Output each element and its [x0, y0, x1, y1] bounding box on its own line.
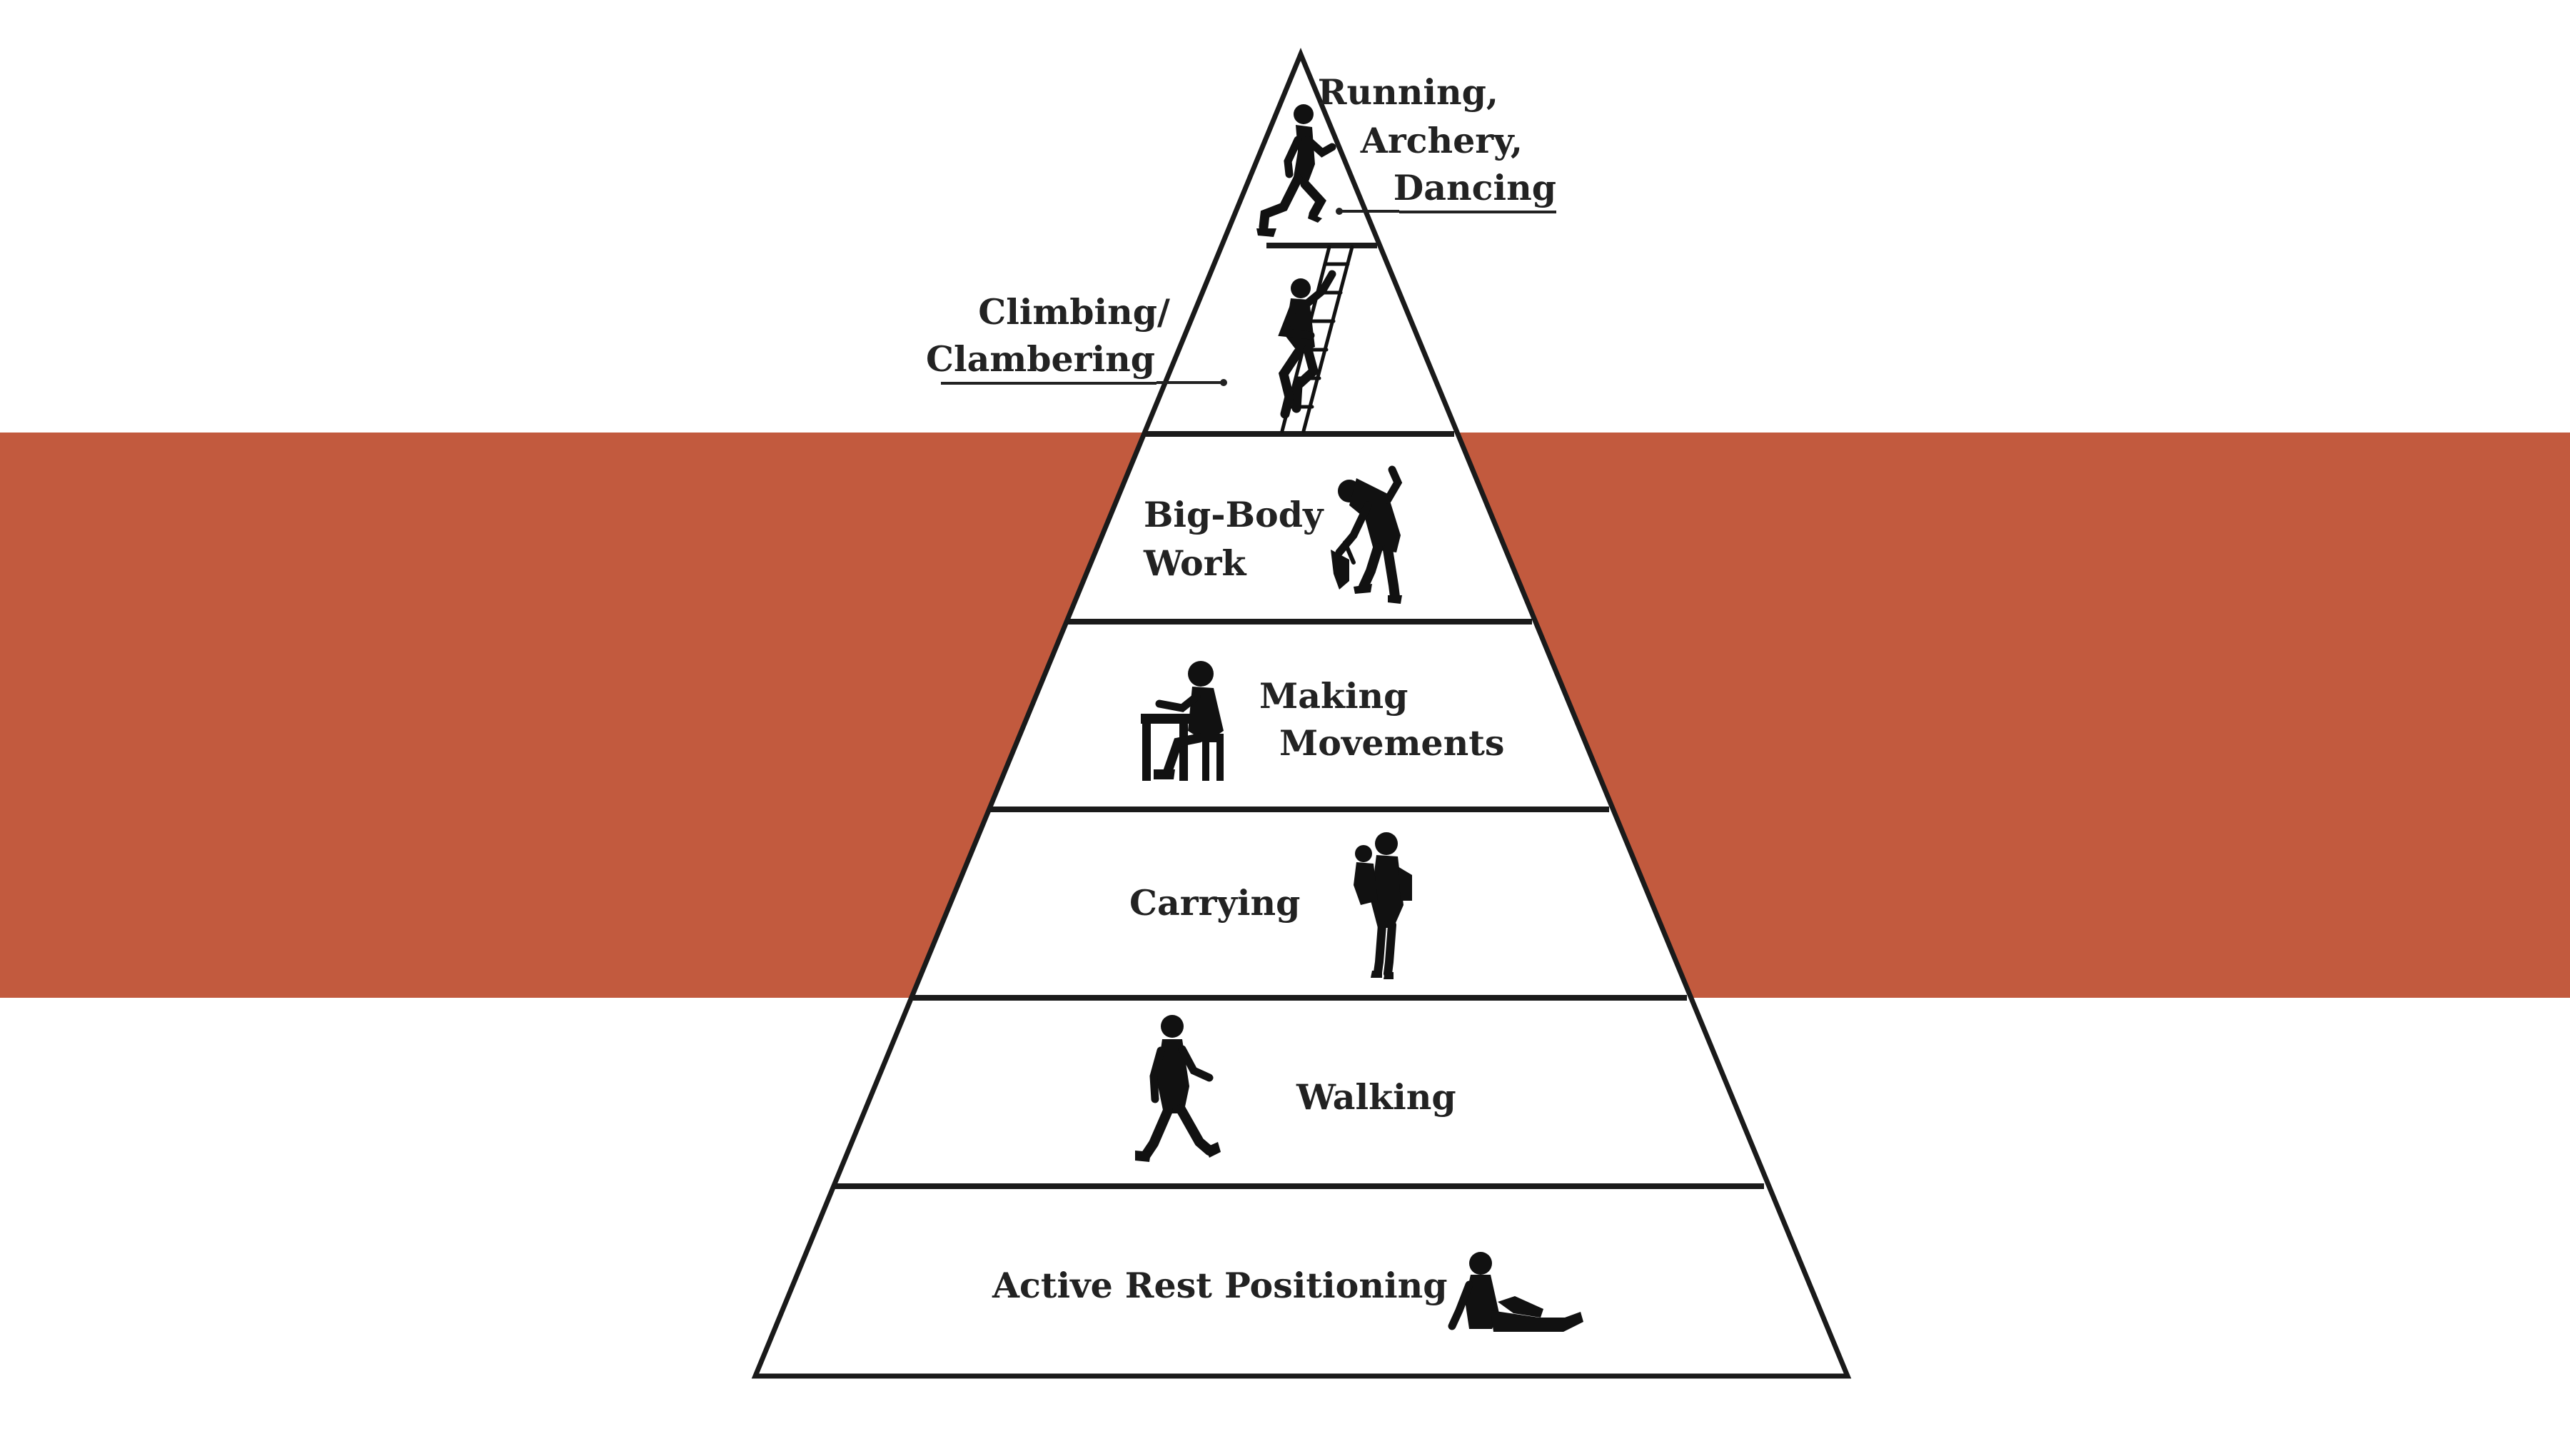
label-walking: Walking	[1296, 1076, 1456, 1118]
digger-icon	[1331, 465, 1403, 604]
label-line-running: Running,	[1318, 71, 1498, 113]
level-making-movements: Making Movements	[1141, 661, 1504, 781]
level-carrying: Carrying	[1129, 832, 1412, 979]
level-big-body-work: Big-Body Work	[1143, 465, 1403, 604]
label-line-work: Work	[1143, 542, 1247, 584]
label-line-movements: Movements	[1279, 722, 1504, 764]
label-climbing-clambering: Climbing/ Clambering	[926, 291, 1182, 380]
pyramid-outline	[751, 47, 1852, 1379]
label-line-dancing: Dancing	[1394, 167, 1556, 208]
level-running: Running, Archery, Dancing	[1256, 71, 1556, 237]
label-carrying: Carrying	[1129, 882, 1300, 924]
label-line-active-rest: Active Rest Positioning	[992, 1265, 1447, 1306]
label-big-body-work: Big-Body Work	[1143, 494, 1336, 584]
runner-icon	[1256, 104, 1336, 237]
label-line-carrying: Carrying	[1129, 882, 1300, 924]
label-line-making: Making	[1259, 675, 1408, 717]
carrying-person-icon	[1354, 832, 1412, 979]
level-active-rest-positioning: Active Rest Positioning	[992, 1252, 1583, 1332]
label-making-movements: Making Movements	[1259, 675, 1504, 764]
label-line-climbing: Climbing/	[978, 291, 1170, 333]
label-line-archery: Archery,	[1360, 120, 1523, 161]
sitting-person-icon	[1448, 1252, 1583, 1332]
label-line-big-body: Big-Body	[1144, 494, 1324, 535]
level-walking: Walking	[1135, 1015, 1456, 1162]
label-running-archery-dancing: Running, Archery, Dancing	[1318, 71, 1556, 208]
label-line-clambering: Clambering	[926, 338, 1155, 380]
seated-worker-icon	[1141, 661, 1224, 781]
level-dividers	[835, 243, 1764, 1189]
label-line-walking: Walking	[1296, 1076, 1456, 1118]
leader-dot-running	[1336, 208, 1343, 215]
leader-dot-climbing	[1220, 379, 1227, 386]
level-climbing: Climbing/ Clambering	[926, 245, 1354, 433]
label-active-rest-positioning: Active Rest Positioning	[992, 1265, 1447, 1306]
walker-icon	[1135, 1015, 1221, 1162]
climber-icon	[1278, 245, 1354, 433]
